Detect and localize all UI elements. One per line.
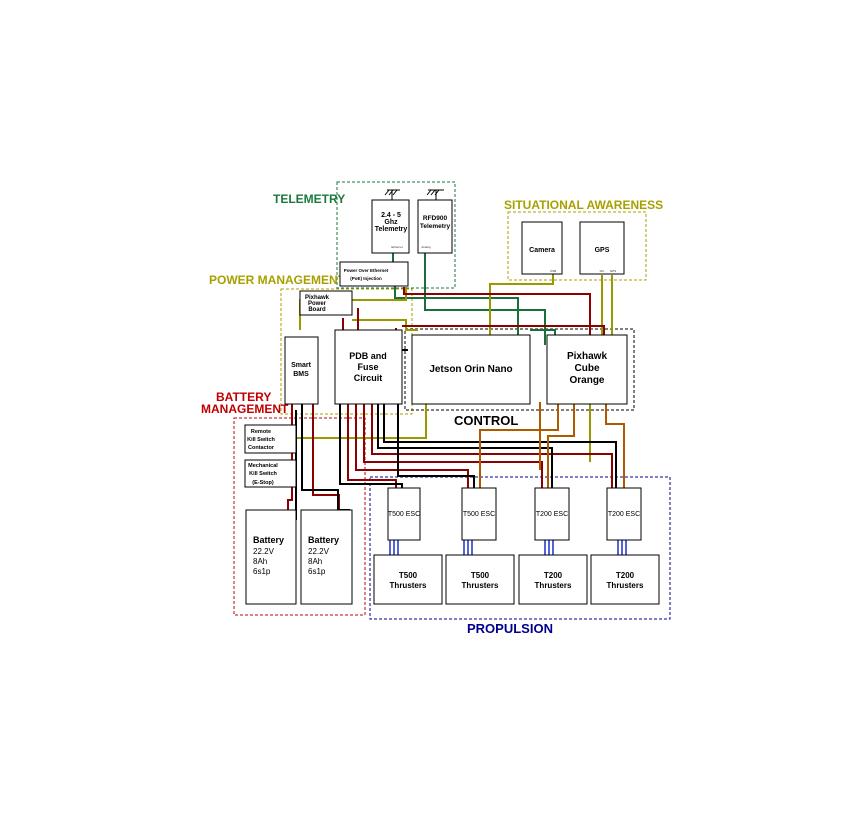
smart-bms-label-2: BMS [293,371,309,378]
thruster-3-label-2: Thrusters [535,581,572,590]
telemetry-2-4-5ghz-port: Ethernet [391,245,403,249]
pixhawk-cube-label-2: Cube [575,363,600,374]
esc-3-box: T200 ESC [534,487,570,541]
power-management-label: POWER MANAGEMENT [209,273,346,287]
gps-label: GPS [595,247,610,254]
mech-kill-label-3: (E-Stop) [252,480,274,486]
pixhawk-cube-orange-box: Pixhawk Cube Orange [546,334,628,405]
telemetry-2-4-5ghz-label-3: Telemetry [375,226,408,233]
pdb-label-3: Circuit [354,373,383,383]
telemetry-2-4-5ghz-box: 2.4 - 5 Ghz Telemetry Ethernet [371,199,410,254]
mech-kill-label-1: Mechanical [248,463,278,469]
pdb-label-2: Fuse [357,362,378,372]
battery-2-box: Battery 22.2V 8Ah 6s1p [300,509,353,605]
antenna-icon [384,189,444,200]
gps-box: GPS I2C GPS [579,221,625,275]
situational-awareness-label: SITUATIONAL AWARENESS [504,198,663,212]
mechanical-kill-switch-box: Mechanical Kill Switch (E-Stop) [244,459,297,488]
thruster-3-label-1: T200 [544,571,563,580]
battery-management-label-line1: BATTERY [216,390,271,404]
telemetry-2-4-5ghz-label-1: 2.4 - 5 [381,212,401,219]
control-label: CONTROL [454,413,518,428]
thruster-1-label-2: Thrusters [390,581,427,590]
thruster-4-label-1: T200 [616,571,635,580]
pdb-label-1: PDB and [349,351,387,361]
esc-4-box: T200 ESC [606,487,642,541]
pixhawk-cube-label-3: Orange [569,375,604,386]
battery-2-voltage: 22.2V [308,547,330,556]
remote-kill-label-1: Remote [251,429,271,435]
telemetry-2-4-5ghz-label-2: Ghz [384,219,398,226]
rfd900-label-1: RFD900 [423,215,448,222]
esc-3-label: T200 ESC [536,511,568,518]
situational-awareness-region [507,211,647,281]
pixhawk-power-board-box: Pixhawk Power Board [299,290,353,316]
remote-kill-switch-box: Remote Kill Switch Contactor [244,424,297,454]
battery-2-label: Battery [308,535,339,545]
gps-port-1: I2C [600,269,606,273]
power-management-region [280,288,413,415]
wiring [287,253,627,555]
battery-management-region [233,417,366,616]
camera-box: Camera USB [521,221,563,275]
camera-label: Camera [529,247,555,254]
rfd900-telemetry-box: RFD900 Telemetry Analog [417,199,453,254]
pdb-fuse-circuit-box: PDB and Fuse Circuit [334,329,403,405]
esc-4-label: T200 ESC [608,511,640,518]
esc-2-box: T500 ESC [461,487,497,541]
esc-1-box: T500 ESC [387,487,421,541]
mech-kill-label-2: Kill Switch [249,471,277,477]
battery-management-label-line2: MANAGEMENT [201,402,289,416]
pixhawk-pb-label-3: Board [308,307,326,313]
smart-bms-box: Smart BMS [284,336,319,405]
thruster-3-box: T200 Thrusters [518,554,588,605]
telemetry-label: TELEMETRY [273,192,345,206]
thruster-1-box: T500 Thrusters [373,554,443,605]
esc-2-label: T500 ESC [463,511,495,518]
poe-label-2: (PoE) Injection [350,276,382,281]
pixhawk-pb-label-2: Power [308,301,327,307]
propulsion-region [369,476,671,620]
thruster-2-box: T500 Thrusters [445,554,515,605]
poe-label-1: Power Over Ethernet [344,268,389,273]
battery-1-box: Battery 22.2V 8Ah 6s1p [245,509,297,605]
poe-injection-box: Power Over Ethernet (PoE) Injection [339,261,409,287]
pixhawk-pb-label-1: Pixhawk [305,295,330,301]
battery-1-voltage: 22.2V [253,547,275,556]
battery-1-config: 6s1p [253,567,271,576]
camera-port: USB [550,269,556,273]
thruster-1-label-1: T500 [399,571,418,580]
rfd900-port: Analog [421,245,431,249]
thruster-2-label-1: T500 [471,571,490,580]
thruster-4-label-2: Thrusters [607,581,644,590]
gps-port-2: GPS [610,269,616,273]
smart-bms-label-1: Smart [291,362,312,369]
remote-kill-label-2: Kill Switch [247,437,275,443]
pixhawk-cube-label-1: Pixhawk [567,351,607,362]
esc-1-label: T500 ESC [388,511,420,518]
battery-1-capacity: 8Ah [253,557,267,566]
rfd900-label-2: Telemetry [420,223,451,230]
jetson-label: Jetson Orin Nano [429,364,512,375]
propulsion-label: PROPULSION [467,621,553,636]
jetson-orin-nano-box: Jetson Orin Nano [411,334,531,405]
battery-1-label: Battery [253,535,284,545]
remote-kill-label-3: Contactor [248,445,275,451]
battery-2-capacity: 8Ah [308,557,322,566]
thruster-4-box: T200 Thrusters [590,554,660,605]
battery-2-config: 6s1p [308,567,326,576]
thruster-2-label-2: Thrusters [462,581,499,590]
